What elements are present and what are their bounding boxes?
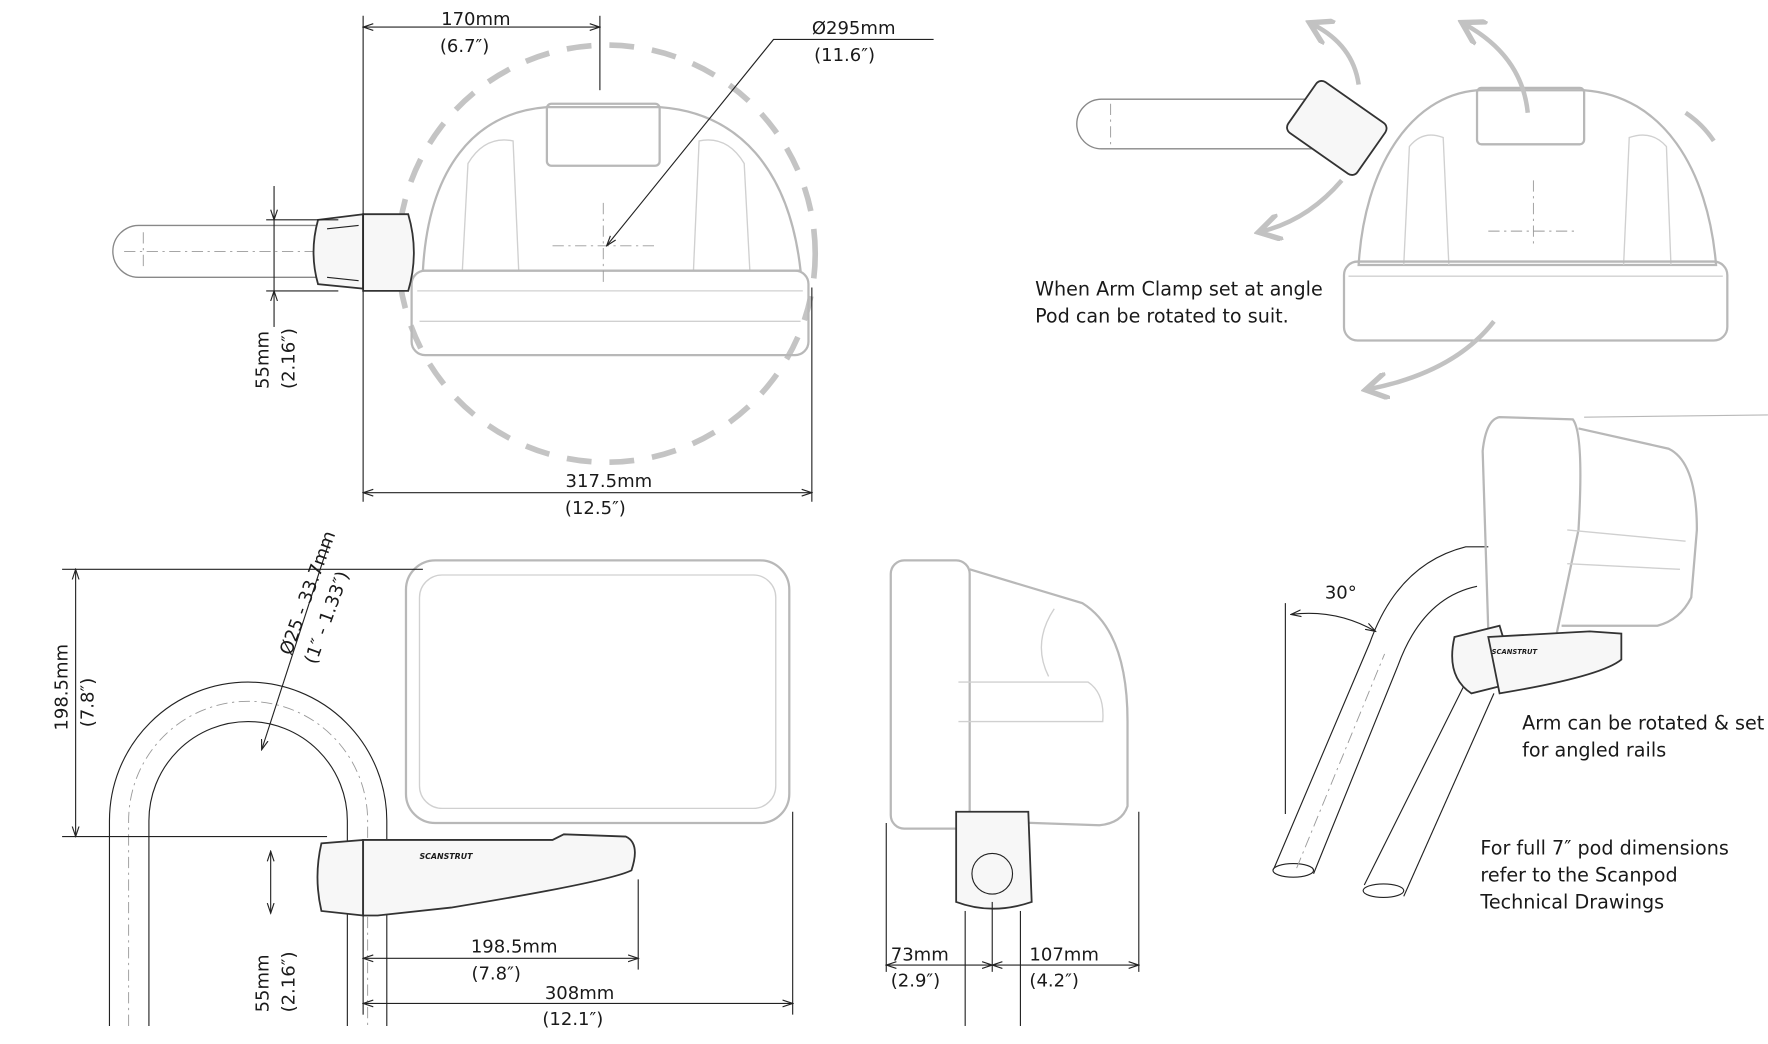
- screen-front: [404, 559, 791, 825]
- top-width-in: (6.7″): [440, 36, 489, 57]
- side-right-in: (4.2″): [1029, 971, 1078, 992]
- angled-note-line2: Pod can be rotated to suit.: [1035, 304, 1289, 327]
- ref-line3: Technical Drawings: [1479, 891, 1664, 914]
- pod-tilted: [1481, 414, 1768, 643]
- front-clamp-mm: 55mm: [252, 954, 273, 1012]
- rail-arch: [108, 681, 388, 1026]
- side-left-mm: 73mm: [891, 945, 949, 966]
- arm-length-in: (7.8″): [471, 964, 520, 985]
- arm-length-mm: 198.5mm: [471, 937, 558, 958]
- angled-note-line1: When Arm Clamp set at angle: [1035, 277, 1323, 300]
- rail-angled-view: 30° SCANSTRUT Arm can be rotated & set f…: [1272, 414, 1768, 914]
- side-left-in: (2.9″): [891, 971, 940, 992]
- top-view: 170mm (6.7″) Ø295mm (11.6″) 55mm (2.16″)…: [112, 9, 934, 519]
- ref-line1: For full 7″ pod dimensions: [1480, 837, 1728, 860]
- top-clamp-mm: 55mm: [252, 331, 273, 389]
- pod-top: [410, 102, 810, 357]
- clamp-top: [312, 213, 415, 292]
- side-right-mm: 107mm: [1029, 945, 1099, 966]
- sweep-dia-mm: Ø295mm: [812, 18, 896, 39]
- front-height-mm: 198.5mm: [52, 644, 73, 731]
- ref-line2: refer to the Scanpod: [1480, 864, 1677, 887]
- front-total-mm: 308mm: [545, 983, 614, 1004]
- arm-front: SCANSTRUT: [316, 833, 636, 917]
- front-height-in: (7.8″): [78, 678, 99, 727]
- rail-note-line1: Arm can be rotated & set: [1522, 711, 1765, 734]
- top-total-in: (12.5″): [565, 498, 626, 519]
- front-view: SCANSTRUT 198.5mm (7.8″) Ø25 - 33.7mm (1…: [52, 528, 793, 1030]
- side-view: 73mm (2.9″) 107mm (4.2″): [886, 559, 1139, 1026]
- rail-logo: SCANSTRUT: [1492, 648, 1539, 656]
- rail-angle: 30°: [1325, 583, 1357, 604]
- top-clamp-in: (2.16″): [278, 328, 299, 389]
- angled-view: When Arm Clamp set at angle Pod can be r…: [1035, 25, 1729, 389]
- front-clamp-in: (2.16″): [278, 952, 299, 1013]
- rail-note-line2: for angled rails: [1522, 739, 1666, 762]
- sweep-dia-in: (11.6″): [814, 45, 875, 66]
- front-total-in: (12.1″): [542, 1009, 603, 1030]
- pod-angled: [1342, 86, 1729, 342]
- top-width-mm: 170mm: [441, 9, 511, 30]
- top-total-mm: 317.5mm: [566, 471, 653, 492]
- front-logo: SCANSTRUT: [419, 852, 473, 861]
